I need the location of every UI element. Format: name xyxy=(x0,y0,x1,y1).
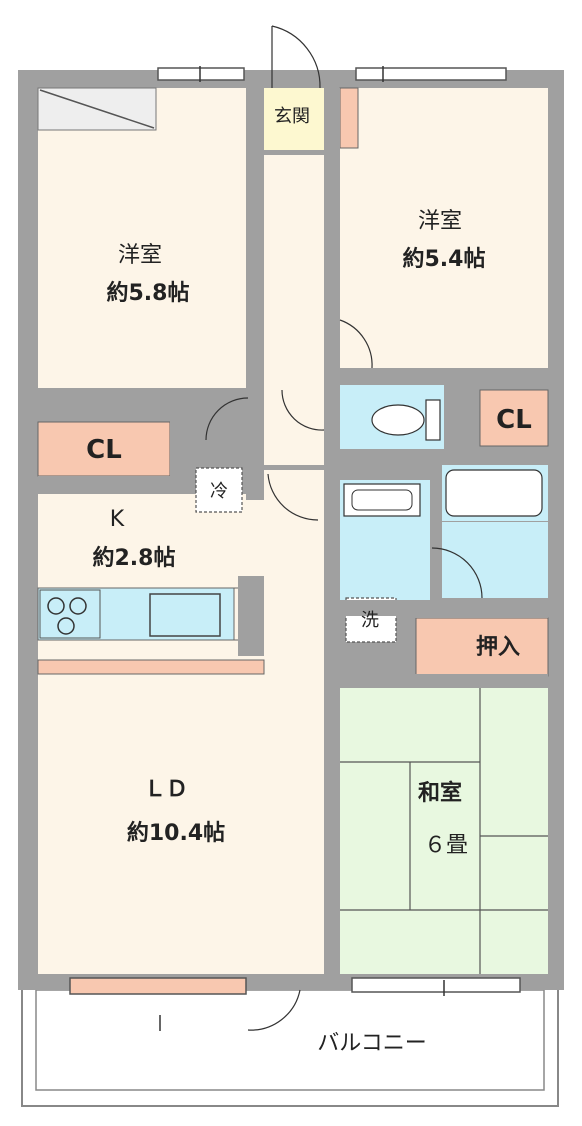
label-closet-right: CL xyxy=(496,405,532,435)
room-size-japanese: ６畳 xyxy=(424,833,468,858)
fridge-space xyxy=(195,467,243,513)
room-name-japanese: 和室 xyxy=(418,780,462,806)
label-balcony: バルコニー xyxy=(317,1031,427,1056)
room-size-western-left: 約5.8帖 xyxy=(107,280,190,306)
floor-hallway xyxy=(264,155,324,465)
room-name-ld: ＬＤ xyxy=(144,777,188,802)
label-closet-left: CL xyxy=(86,435,122,465)
label-fridge: 冷 xyxy=(210,481,228,502)
label-oshiire: 押入 xyxy=(476,634,520,660)
room-size-ld: 約10.4帖 xyxy=(127,820,225,846)
door-swings xyxy=(205,25,483,1031)
closet-left xyxy=(37,421,171,477)
label-washer: 洗 xyxy=(361,610,379,631)
floor-ld-upper xyxy=(264,470,324,670)
label-entrance: 玄関 xyxy=(274,106,310,127)
room-size-western-right: 約5.4帖 xyxy=(403,246,486,272)
bathtub xyxy=(445,469,543,517)
stove xyxy=(39,589,101,639)
sink xyxy=(149,593,221,637)
oshiire xyxy=(415,617,549,677)
room-name-western-right: 洋室 xyxy=(418,209,462,234)
entrance-floor xyxy=(264,88,324,150)
floor-western-left xyxy=(38,88,246,388)
floor-ld xyxy=(38,670,324,974)
inner-walls xyxy=(38,88,548,974)
windows xyxy=(69,67,521,995)
tatami-lines xyxy=(340,688,548,974)
room-name-kitchen: K xyxy=(110,507,125,532)
room-size-kitchen: 約2.8帖 xyxy=(93,545,176,571)
japanese-room xyxy=(340,688,548,974)
closet-right xyxy=(479,389,549,447)
room-name-western-left: 洋室 xyxy=(118,243,162,268)
floor-western-right xyxy=(340,88,548,368)
